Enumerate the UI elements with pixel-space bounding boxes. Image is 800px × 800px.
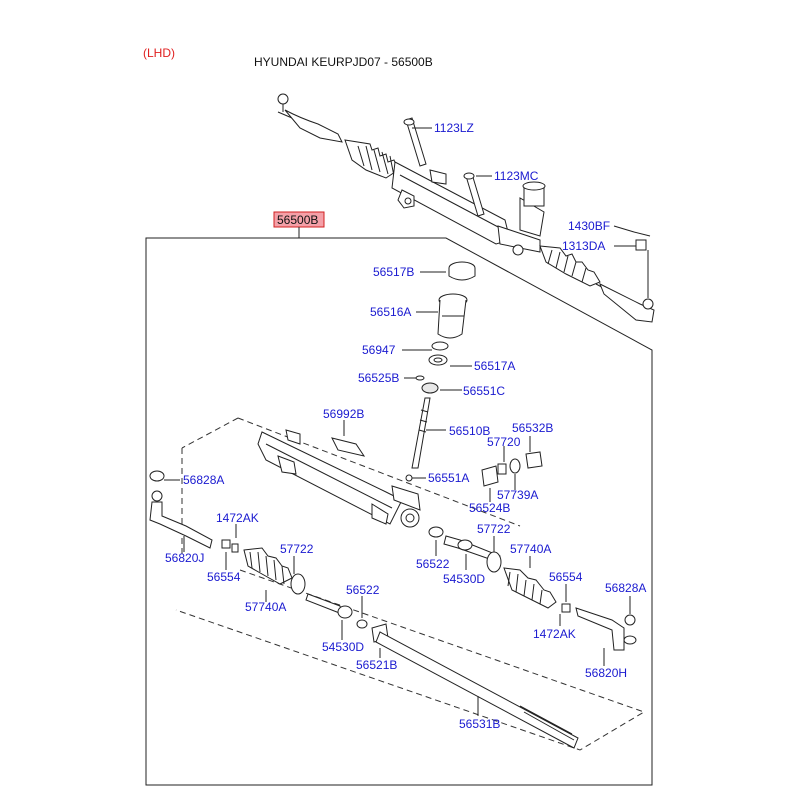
part-label-1123LZ[interactable]: 1123LZ (434, 121, 474, 135)
part-label-57740A-left[interactable]: 57740A (245, 600, 286, 614)
part-label-56516A[interactable]: 56516A (370, 305, 411, 319)
part-label-56510B[interactable]: 56510B (449, 424, 490, 438)
part-label-56828A-right[interactable]: 56828A (605, 581, 646, 595)
part-label-56531B[interactable]: 56531B (459, 717, 500, 731)
part-label-56551A[interactable]: 56551A (428, 471, 469, 485)
assembly-frame: 56500B (145, 211, 653, 786)
part-label-56947[interactable]: 56947 (362, 343, 396, 357)
top-leaders (412, 127, 636, 247)
region-label: (LHD) (143, 46, 175, 60)
part-label-57722-left[interactable]: 57722 (280, 542, 314, 556)
part-label-56522-left[interactable]: 56522 (346, 583, 380, 597)
assembly-label[interactable]: 56500B (277, 213, 318, 227)
part-labels: 1123LZ 1123MC 1430BF 1313DA 56517B 56516… (165, 121, 646, 731)
part-label-56992B[interactable]: 56992B (323, 407, 364, 421)
part-label-56525B[interactable]: 56525B (358, 371, 399, 385)
part-label-56551C[interactable]: 56551C (463, 384, 505, 398)
part-label-56554-right[interactable]: 56554 (549, 570, 583, 584)
part-label-56517B[interactable]: 56517B (373, 265, 414, 279)
part-label-56521B[interactable]: 56521B (356, 658, 397, 672)
part-label-1123MC[interactable]: 1123MC (494, 169, 539, 183)
steering-gear-assembly-drawing (277, 93, 655, 323)
diagram-title: HYUNDAI KEURPJD07 - 56500B (254, 55, 433, 69)
part-label-1430BF[interactable]: 1430BF (568, 219, 610, 233)
part-label-1472AK-right[interactable]: 1472AK (533, 627, 576, 641)
part-label-57722-right[interactable]: 57722 (477, 522, 511, 536)
part-label-57720[interactable]: 57720 (487, 435, 521, 449)
part-label-56828A-left[interactable]: 56828A (183, 473, 224, 487)
part-label-56554-left[interactable]: 56554 (207, 570, 241, 584)
exploded-leaders (164, 271, 631, 716)
part-label-56524B[interactable]: 56524B (469, 501, 510, 515)
part-label-57740A-right[interactable]: 57740A (510, 542, 551, 556)
part-label-54530D-right[interactable]: 54530D (443, 572, 485, 586)
part-label-56820H[interactable]: 56820H (585, 666, 627, 680)
part-label-54530D-left[interactable]: 54530D (322, 640, 364, 654)
part-label-56517A[interactable]: 56517A (474, 359, 515, 373)
part-label-56532B[interactable]: 56532B (512, 421, 553, 435)
part-label-1472AK-left[interactable]: 1472AK (216, 511, 259, 525)
part-label-1313DA[interactable]: 1313DA (562, 239, 605, 253)
part-label-56522-right[interactable]: 56522 (416, 557, 450, 571)
exploded-parts-drawing (149, 261, 646, 751)
part-label-57739A[interactable]: 57739A (497, 488, 538, 502)
part-label-56820J[interactable]: 56820J (165, 551, 204, 565)
